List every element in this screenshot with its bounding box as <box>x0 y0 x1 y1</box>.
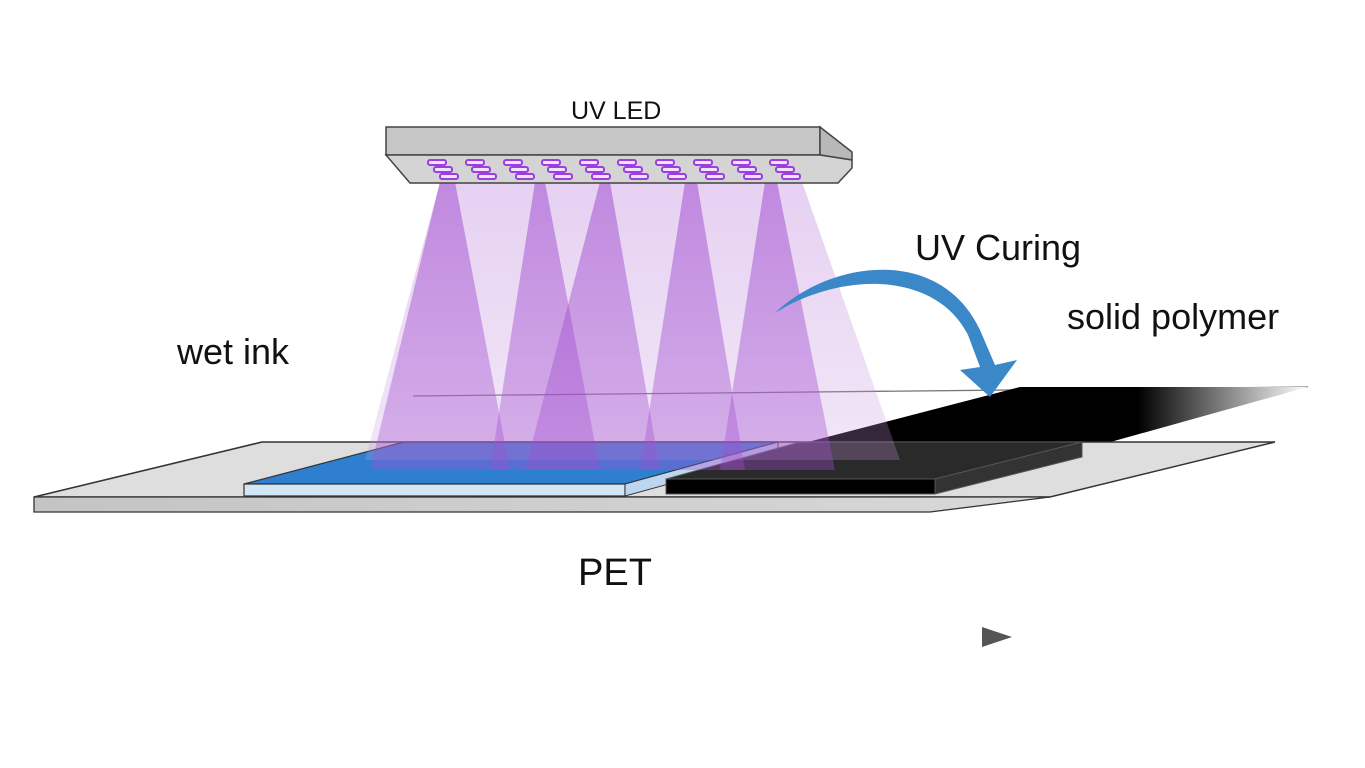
led-chip <box>769 159 789 166</box>
uv-beam <box>525 182 660 470</box>
led-chip <box>731 159 751 166</box>
uv-led-label: UV LED <box>571 97 662 125</box>
arrow-right-icon <box>225 627 1012 647</box>
led-chip <box>503 159 523 166</box>
led-chip <box>585 166 605 173</box>
led-chip <box>737 166 757 173</box>
led-chip <box>433 166 453 173</box>
housing-front <box>385 126 821 156</box>
uv-beam <box>720 182 835 470</box>
led-chip <box>553 173 573 180</box>
led-chip <box>693 159 713 166</box>
led-chip <box>781 173 801 180</box>
led-chip <box>439 173 459 180</box>
led-chip <box>541 159 561 166</box>
uv-beam <box>370 182 510 470</box>
led-chip <box>509 166 529 173</box>
pet-label: PET <box>578 552 652 594</box>
led-chip <box>465 159 485 166</box>
wet-ink-side <box>243 483 626 497</box>
led-chip <box>667 173 687 180</box>
solid-polymer-block-side <box>934 441 1083 495</box>
uv-led-housing <box>384 125 853 184</box>
wet-ink-label: wet ink <box>177 331 290 372</box>
led-chip <box>547 166 567 173</box>
uv-beams <box>365 182 900 470</box>
led-chip <box>661 166 681 173</box>
led-chip <box>775 166 795 173</box>
uv-beam <box>640 182 745 470</box>
led-chip <box>579 159 599 166</box>
solid-polymer-block-front <box>665 478 936 495</box>
led-chip <box>629 173 649 180</box>
curved-arrow-down-icon <box>775 269 1017 397</box>
led-chip <box>471 166 491 173</box>
uv-curing-label: UV Curing <box>915 227 1082 268</box>
led-array <box>427 159 801 180</box>
led-chip <box>427 159 447 166</box>
led-chip <box>591 173 611 180</box>
led-chip <box>743 173 763 180</box>
led-chip <box>655 159 675 166</box>
led-chip <box>477 173 497 180</box>
led-chip <box>699 166 719 173</box>
pet-film-side <box>33 496 1051 513</box>
led-chip <box>617 159 637 166</box>
solid-polymer-label: solid polymer <box>1067 296 1280 337</box>
led-chip <box>515 173 535 180</box>
led-chip <box>623 166 643 173</box>
led-chip <box>705 173 725 180</box>
